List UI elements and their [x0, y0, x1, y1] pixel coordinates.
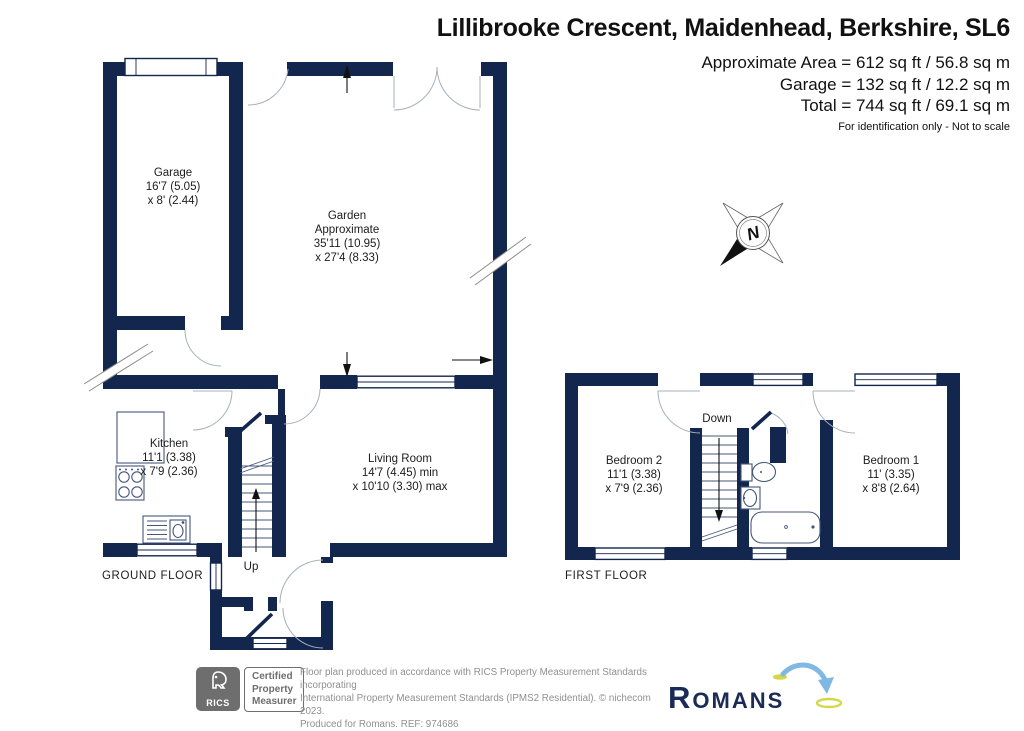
- ground-door-leaves: [235, 411, 274, 641]
- basin-icon: [740, 486, 761, 510]
- garden-dim1: 35'11 (10.95): [314, 238, 381, 250]
- stove-icon: [115, 465, 145, 501]
- disclaimer-line2: International Property Measurement Stand…: [300, 693, 651, 717]
- rics-logo: RICS: [196, 667, 240, 711]
- romans-arrow-icon: [773, 662, 843, 709]
- garage-dim1: 16'7 (5.05): [146, 181, 201, 193]
- romans-logo: Romans: [668, 660, 878, 720]
- up-label: Up: [244, 561, 259, 573]
- certified-property-measurer-badge: Certified Property Measurer: [244, 667, 305, 712]
- compass-icon: N: [720, 202, 784, 266]
- page-title: Lillibrooke Crescent, Maidenhead, Berksh…: [436, 14, 1011, 42]
- total-area: Total = 744 sq ft / 69.1 sq m: [800, 96, 1010, 115]
- front-door-leaf: [244, 612, 274, 641]
- kitchen-dim1: 11'1 (3.38): [142, 452, 196, 464]
- sink-icon: [142, 515, 191, 544]
- bedroom2-dim2: x 7'9 (2.36): [605, 483, 662, 495]
- bedroom1-dim2: x 8'8 (2.64): [862, 483, 919, 495]
- disclaimer: Floor plan produced in accordance with R…: [300, 666, 660, 731]
- garden-dim2: x 27'4 (8.33): [315, 252, 379, 264]
- bath-icon: [750, 511, 821, 544]
- first-windows: [594, 373, 938, 561]
- first-door-arcs: [657, 390, 856, 435]
- measure-arrows: [343, 65, 493, 377]
- kitchen-dim2: x 7'9 (2.36): [140, 466, 197, 478]
- garage-label: Garage: [154, 167, 192, 179]
- ground-windows: [124, 57, 456, 650]
- disclaimer-line1: Floor plan produced in accordance with R…: [300, 667, 647, 691]
- scale-note: For identification only - Not to scale: [838, 120, 1010, 133]
- garden-line2: Approximate: [315, 224, 380, 236]
- badge-line2: Property: [252, 683, 294, 695]
- rics-lion-icon: [212, 671, 227, 689]
- bathroom-door-leaf: [750, 410, 773, 431]
- rics-badge: RICS Certified Property Measurer: [196, 667, 305, 712]
- garage-dim2: x 8' (2.44): [148, 195, 199, 207]
- bathroom-fixtures: [740, 461, 821, 544]
- first-room-labels: Bedroom 2 11'1 (3.38) x 7'9 (2.36) Bedro…: [565, 413, 920, 582]
- bedroom2-dim1: 11'1 (3.38): [607, 469, 661, 481]
- ground-room-labels: Garage 16'7 (5.05) x 8' (2.44) Garden Ap…: [102, 167, 448, 582]
- hall-door-leaf: [235, 411, 263, 436]
- first-walls: [565, 373, 960, 560]
- toilet-icon: [740, 461, 777, 483]
- ground-floor-label: GROUND FLOOR: [102, 570, 203, 582]
- garage-area: Garage = 132 sq ft / 12.2 sq m: [779, 74, 1010, 94]
- ground-door-arcs: [184, 66, 481, 649]
- garage-window: [124, 57, 218, 77]
- first-floor-plan: Bedroom 2 11'1 (3.38) x 7'9 (2.36) Bedro…: [565, 373, 960, 582]
- badge-line3: Measurer: [252, 696, 297, 707]
- kitchen-fixtures: [115, 411, 191, 544]
- down-label: Down: [702, 413, 731, 425]
- first-stairs: [701, 435, 738, 542]
- garden-label: Garden: [328, 210, 366, 222]
- rics-wordmark: RICS: [206, 698, 230, 708]
- badge-line1: Certified: [252, 671, 293, 682]
- living-room-label: Living Room: [368, 453, 432, 465]
- disclaimer-line3: Produced for Romans. REF: 974686: [300, 719, 459, 730]
- bedroom2-label: Bedroom 2: [606, 455, 662, 467]
- ground-walls: [103, 62, 507, 650]
- ground-floor-plan: Garage 16'7 (5.05) x 8' (2.44) Garden Ap…: [83, 57, 532, 650]
- living-room-dim2: x 10'10 (3.30) max: [353, 481, 448, 493]
- bedroom1-label: Bedroom 1: [863, 455, 919, 467]
- header: Lillibrooke Crescent, Maidenhead, Berksh…: [436, 14, 1011, 133]
- first-floor-label: FIRST FLOOR: [565, 570, 647, 582]
- romans-wordmark: Romans: [668, 680, 785, 715]
- approximate-area: Approximate Area = 612 sq ft / 56.8 sq m: [701, 53, 1010, 72]
- kitchen-label: Kitchen: [150, 438, 188, 450]
- kitchen-counter: [116, 411, 165, 464]
- break-symbols: [83, 236, 532, 392]
- living-room-dim1: 14'7 (4.45) min: [362, 467, 438, 479]
- bedroom1-dim1: 11' (3.35): [867, 469, 915, 481]
- ground-stairs: [239, 456, 275, 552]
